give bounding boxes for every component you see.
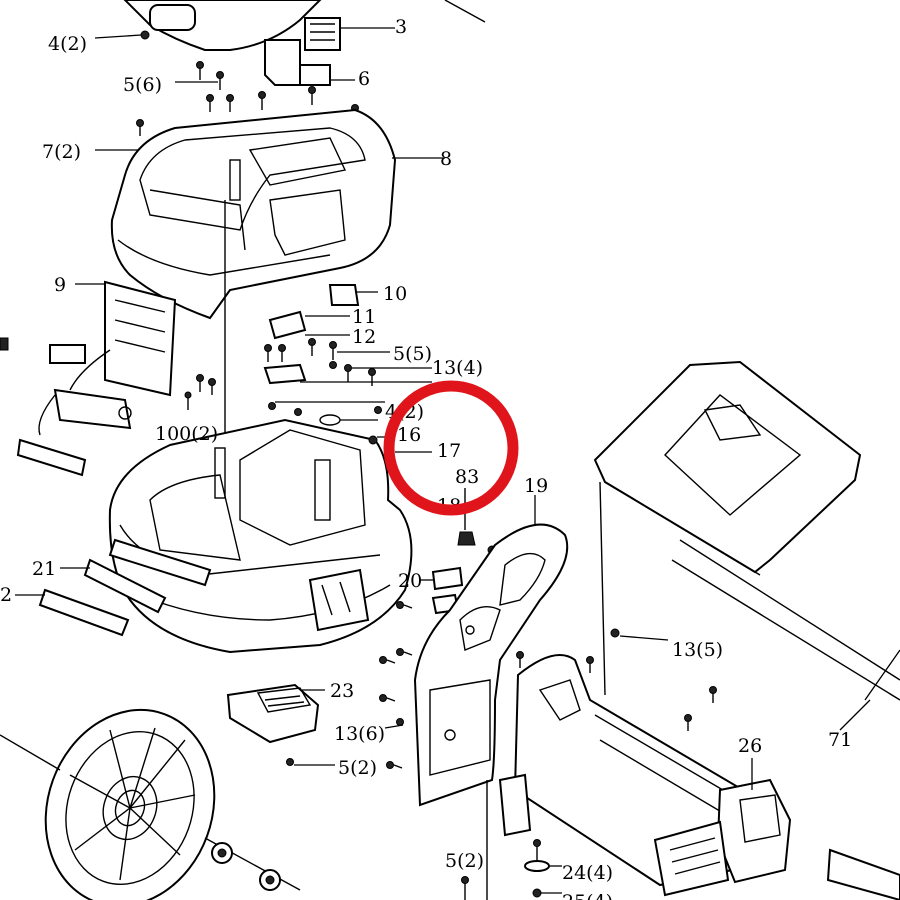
label-5-2b: 5(2) [445,850,484,872]
label-17: 17 [437,440,461,462]
label-20: 20 [398,570,422,592]
label-23: 23 [330,680,354,702]
label-16: 16 [397,424,421,446]
label-19: 19 [524,475,548,497]
label-5-6: 5(6) [123,74,162,96]
highlight-circle [383,380,519,516]
wheel [0,708,301,900]
label-13-6: 13(6) [334,723,385,745]
label-6: 6 [358,68,370,90]
cover-part-71 [593,360,900,731]
circuit-board-part-9 [0,280,177,477]
small-parts-10-11-12 [268,284,378,340]
label-26: 26 [738,735,762,757]
label-100-2: 100(2) [155,423,218,445]
bottom-fasteners [461,780,562,900]
top-cover-handle [149,4,196,31]
label-25-4: 25(4) [562,891,613,900]
switch-module-part-23 [226,683,335,766]
top-rod [444,0,486,23]
connector-part-3 [304,17,395,51]
lower-housing [108,418,413,654]
label-21: 21 [32,558,56,580]
label-3: 3 [395,16,407,38]
label-5-5: 5(5) [393,343,432,365]
label-4-2: 4(2) [48,33,87,55]
label-24-4: 24(4) [562,862,613,884]
label-13-5: 13(5) [672,639,723,661]
label-83: 83 [455,466,479,488]
clamp-part-26 [653,758,900,900]
bracket-plate-part-19 [413,495,569,807]
label-10: 10 [383,283,407,305]
bracket-part-6 [264,39,355,86]
screw-group-plate [379,601,717,769]
label-13-4: 13(4) [432,357,483,379]
label-5-2: 5(2) [338,757,377,779]
side-strips-21-2 [15,558,167,637]
label-9: 9 [54,274,66,296]
label-11: 11 [352,306,376,328]
upper-housing-part-8 [110,108,445,320]
label-7-2: 7(2) [42,141,81,163]
label-12: 12 [352,326,376,348]
screw-group-middle [184,200,432,440]
label-8: 8 [440,148,452,170]
label-71: 71 [828,729,852,751]
label-2: 2 [0,584,12,606]
